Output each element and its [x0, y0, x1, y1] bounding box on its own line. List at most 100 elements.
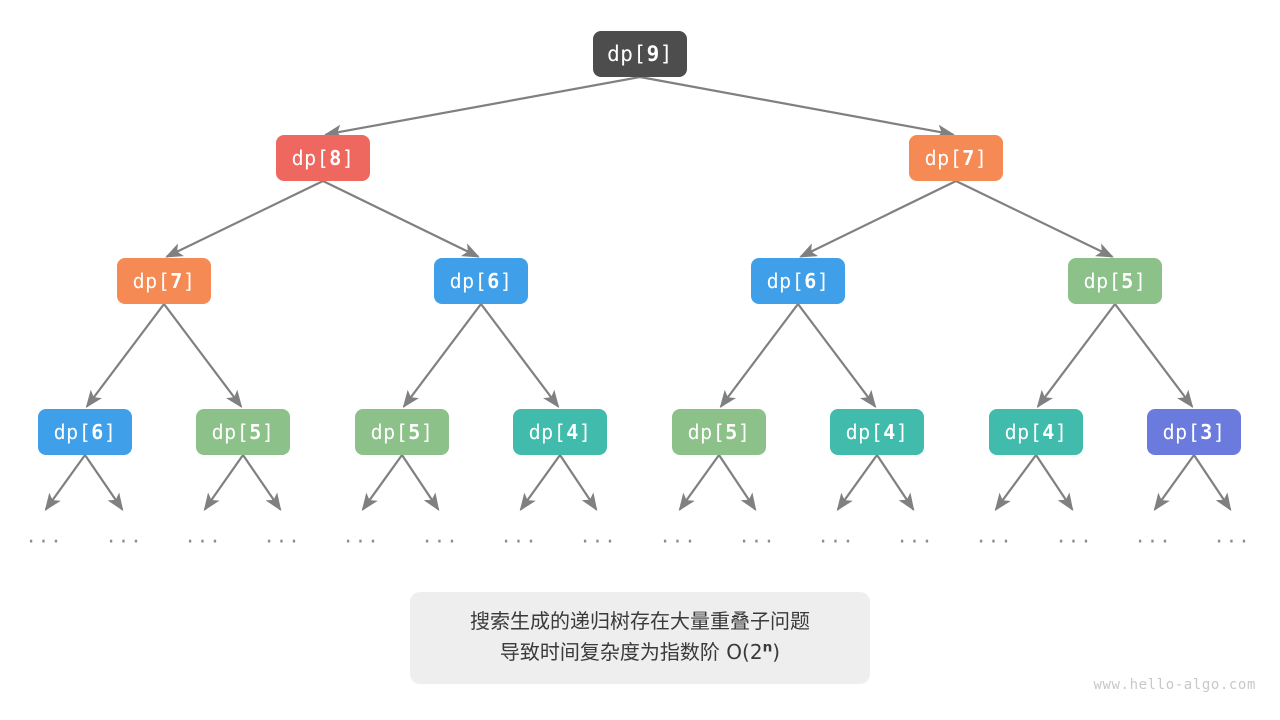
node-label-suffix: ]	[499, 269, 513, 293]
node-label-suffix: ]	[659, 42, 673, 66]
ellipsis-marker: ...	[500, 525, 538, 548]
node-label-suffix: ]	[816, 269, 830, 293]
node-label-suffix: ]	[1133, 269, 1147, 293]
node-label-index: 6	[804, 269, 817, 293]
ellipsis-marker: ...	[105, 525, 143, 548]
node-label-prefix: dp[	[291, 146, 330, 170]
leaf-edge	[994, 454, 1037, 512]
caption-line-2: 导致时间复杂度为指数阶 O(2n)	[410, 637, 870, 668]
tree-node-dp-5[interactable]: dp[5]	[672, 409, 766, 455]
caption-box: 搜索生成的递归树存在大量重叠子问题 导致时间复杂度为指数阶 O(2n)	[410, 592, 870, 684]
tree-node-dp-9[interactable]: dp[9]	[593, 31, 687, 77]
tree-edge	[799, 180, 957, 258]
node-label-index: 4	[566, 420, 579, 444]
tree-node-dp-4[interactable]: dp[4]	[513, 409, 607, 455]
leaf-edges	[44, 454, 1232, 512]
ellipsis-marker: ...	[975, 525, 1013, 548]
ellipsis-marker: ...	[25, 525, 63, 548]
caption-exponent: n	[762, 639, 773, 656]
ellipsis-marker: ...	[263, 525, 301, 548]
node-label-suffix: ]	[261, 420, 275, 444]
ellipsis-marker: ...	[817, 525, 855, 548]
node-label-index: 4	[1042, 420, 1055, 444]
ellipsis-marker: ...	[659, 525, 697, 548]
node-label-prefix: dp[	[528, 420, 567, 444]
tree-edge	[322, 180, 480, 258]
ellipsis-marker: ...	[1055, 525, 1093, 548]
node-label-prefix: dp[	[924, 146, 963, 170]
node-label-prefix: dp[	[687, 420, 726, 444]
node-label-suffix: ]	[1212, 420, 1226, 444]
tree-edges	[85, 75, 1194, 409]
tree-node-dp-6[interactable]: dp[6]	[38, 409, 132, 455]
node-label-prefix: dp[	[845, 420, 884, 444]
ellipsis-marker: ...	[184, 525, 222, 548]
node-label-index: 9	[646, 42, 660, 66]
node-label-suffix: ]	[1054, 420, 1068, 444]
tree-node-dp-7[interactable]: dp[7]	[909, 135, 1003, 181]
ellipsis-marker: ...	[579, 525, 617, 548]
node-label-index: 5	[1121, 269, 1134, 293]
tree-edge	[324, 75, 641, 139]
node-label-index: 7	[962, 146, 975, 170]
node-label-suffix: ]	[103, 420, 117, 444]
ellipsis-marker: ...	[1213, 525, 1251, 548]
leaf-edge	[203, 454, 244, 511]
tree-node-dp-8[interactable]: dp[8]	[276, 135, 370, 181]
node-label-suffix: ]	[974, 146, 988, 170]
leaf-edge	[519, 454, 561, 511]
node-label-prefix: dp[	[370, 420, 409, 444]
node-label-suffix: ]	[895, 420, 909, 444]
tree-edge	[955, 180, 1114, 258]
node-label-suffix: ]	[182, 269, 196, 293]
node-label-prefix: dp[	[766, 269, 805, 293]
tree-node-dp-4[interactable]: dp[4]	[989, 409, 1083, 455]
tree-node-dp-5[interactable]: dp[5]	[355, 409, 449, 455]
ellipsis-marker: ...	[1134, 525, 1172, 548]
tree-node-dp-5[interactable]: dp[5]	[196, 409, 290, 455]
tree-node-dp-7[interactable]: dp[7]	[117, 258, 211, 304]
tree-edge	[797, 303, 877, 409]
node-label-prefix: dp[	[53, 420, 92, 444]
node-label-prefix: dp[	[1004, 420, 1043, 444]
ellipsis-marker: ...	[342, 525, 380, 548]
node-label-index: 6	[91, 420, 104, 444]
watermark: www.hello-algo.com	[1093, 677, 1256, 693]
node-label-prefix: dp[	[449, 269, 488, 293]
tree-node-dp-5[interactable]: dp[5]	[1068, 258, 1162, 304]
tree-node-dp-6[interactable]: dp[6]	[434, 258, 528, 304]
node-label-index: 3	[1200, 420, 1213, 444]
ellipsis-marker: ...	[738, 525, 776, 548]
tree-node-dp-6[interactable]: dp[6]	[751, 258, 845, 304]
leaf-edge	[361, 454, 403, 511]
leaf-edge	[718, 454, 757, 511]
node-label-index: 8	[329, 146, 342, 170]
tree-edge	[163, 303, 243, 409]
caption-line-2-suffix: )	[772, 640, 781, 664]
leaf-edge	[1153, 454, 1195, 511]
ellipsis-marker: ...	[421, 525, 459, 548]
caption-line-1: 搜索生成的递归树存在大量重叠子问题	[470, 609, 810, 633]
tree-node-dp-3[interactable]: dp[3]	[1147, 409, 1241, 455]
tree-node-dp-4[interactable]: dp[4]	[830, 409, 924, 455]
tree-edge	[1036, 303, 1116, 409]
node-label-index: 5	[408, 420, 421, 444]
node-label-suffix: ]	[737, 420, 751, 444]
node-label-suffix: ]	[578, 420, 592, 444]
leaf-edge	[401, 454, 440, 511]
caption-line-2-prefix: 导致时间复杂度为指数阶 O(2	[499, 640, 763, 664]
node-label-index: 5	[249, 420, 262, 444]
tree-edge	[165, 180, 324, 258]
tree-edge	[402, 303, 482, 409]
leaf-edge	[44, 454, 86, 511]
tree-edge	[85, 303, 165, 409]
node-label-prefix: dp[	[607, 42, 647, 66]
node-label-prefix: dp[	[132, 269, 171, 293]
node-label-index: 7	[170, 269, 183, 293]
leaf-edge	[1035, 454, 1074, 511]
node-label-prefix: dp[	[211, 420, 250, 444]
node-label-index: 5	[725, 420, 738, 444]
tree-edge	[1114, 303, 1194, 409]
